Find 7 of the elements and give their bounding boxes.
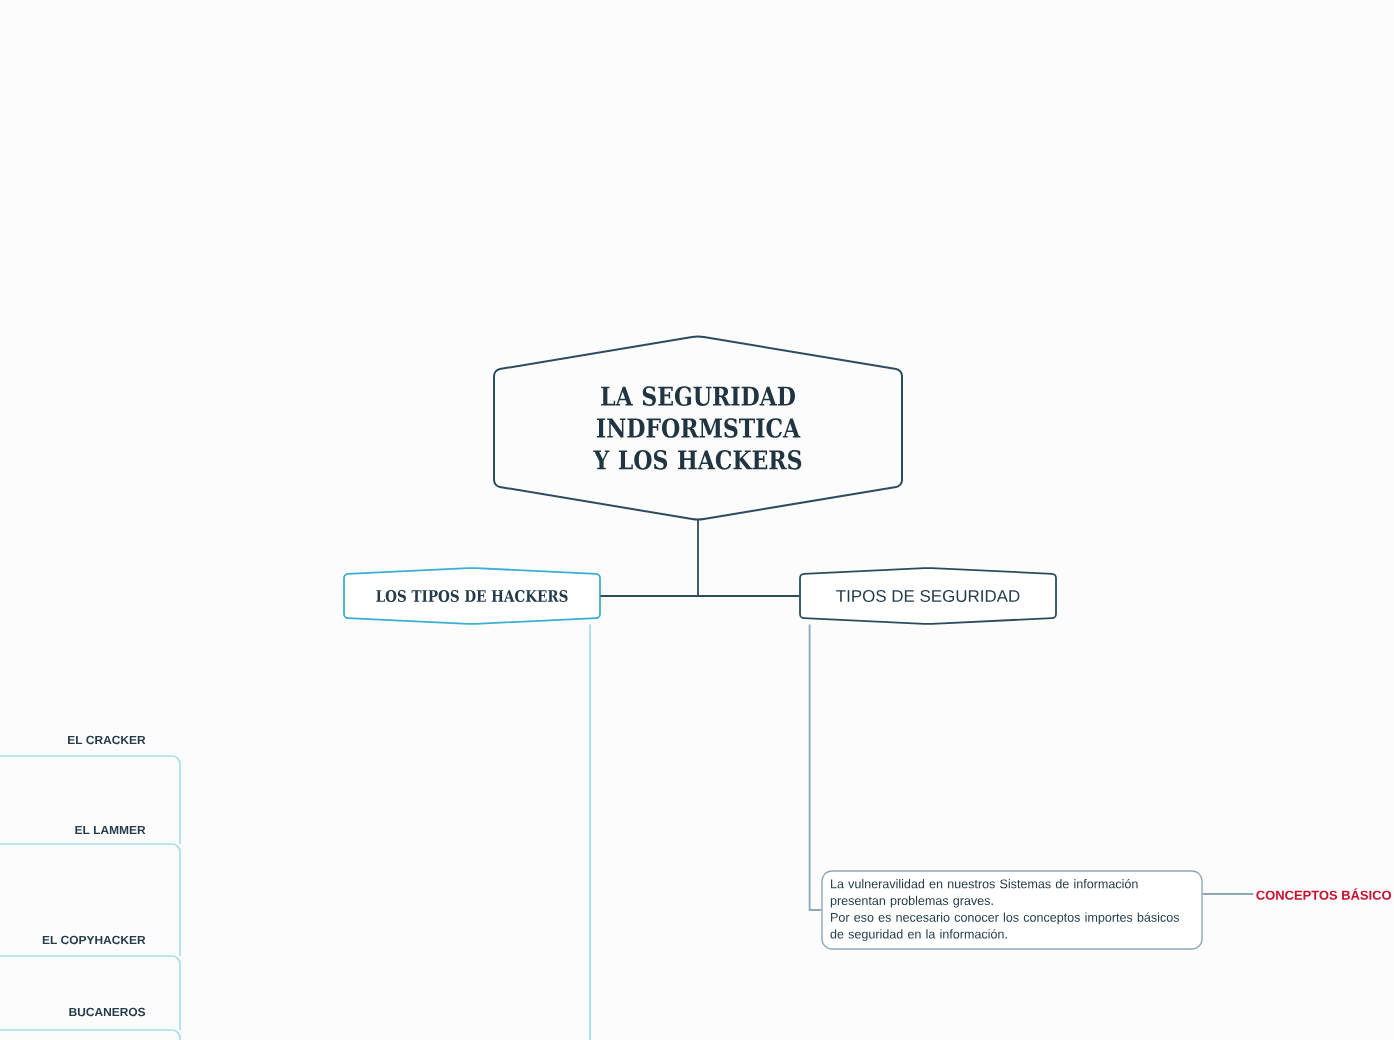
connector-line bbox=[697, 595, 801, 597]
connector-line bbox=[589, 623, 591, 1040]
title-hexagon: LA SEGURIDAD INDFORMSTICA Y LOS HACKERS bbox=[493, 335, 903, 521]
topic-box: TIPOS DE SEGURIDAD bbox=[799, 567, 1057, 625]
connector-line bbox=[808, 623, 823, 911]
connector-line bbox=[599, 519, 699, 597]
connector-line bbox=[1201, 893, 1255, 895]
